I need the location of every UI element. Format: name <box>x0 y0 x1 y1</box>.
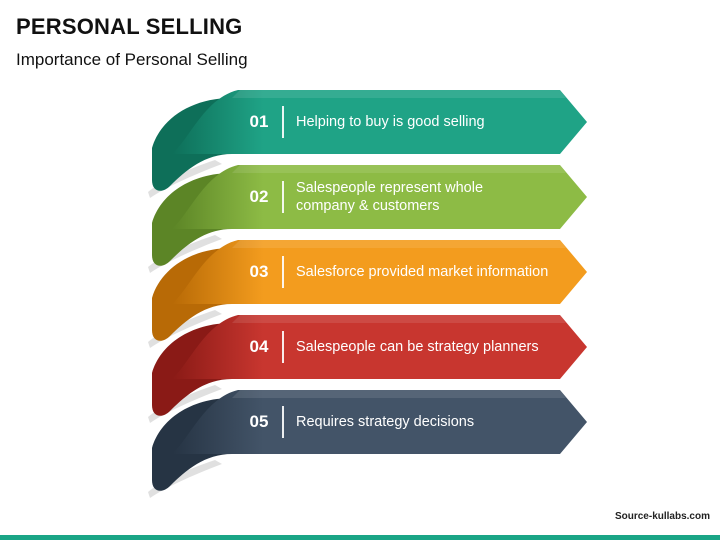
ribbon-shadow <box>148 310 222 348</box>
ribbon-label-line: Salesforce provided market information <box>296 264 549 280</box>
ribbon-number: 05 <box>249 412 269 431</box>
ribbon-highlight <box>232 315 566 323</box>
ribbon-shadow <box>148 385 222 423</box>
ribbon-band-03 <box>172 240 587 304</box>
watermark: Source-kullabs.com <box>614 511 710 522</box>
ribbon-number: 04 <box>249 337 269 356</box>
ribbon-label: Salesforce provided market information <box>296 240 558 304</box>
ribbon-label: Salespeople represent whole company & cus… <box>296 165 558 229</box>
ribbon-label-line: company & customers <box>296 198 440 214</box>
ribbon-label-line: Requires strategy decisions <box>296 414 475 430</box>
ribbon-shadow <box>148 235 222 273</box>
ribbon-label: Helping to buy is good selling <box>296 90 558 154</box>
ribbon-divider <box>282 406 284 438</box>
ribbon-shadow <box>148 160 222 198</box>
ribbon-label-line: Helping to buy is good selling <box>296 114 485 130</box>
ribbon-number: 01 <box>249 112 269 131</box>
ribbon-divider <box>282 256 284 288</box>
bottom-accent-bar <box>0 535 720 540</box>
ribbon-label: Requires strategy decisions <box>296 390 558 454</box>
ribbon-highlight <box>232 240 566 248</box>
ribbon-number: 03 <box>249 262 269 281</box>
ribbon-label-line: Salespeople represent whole <box>296 180 484 196</box>
ribbon-divider <box>282 106 284 138</box>
ribbon-highlight <box>232 165 566 173</box>
ribbon-number: 02 <box>249 187 269 206</box>
ribbon-shadow <box>148 460 222 498</box>
ribbon-divider <box>282 331 284 363</box>
ribbon-band-02 <box>172 165 587 229</box>
ribbon-divider <box>282 181 284 213</box>
slide-title: PERSONAL SELLING <box>16 14 243 39</box>
ribbon-band-05 <box>172 390 587 454</box>
ribbon-highlight <box>232 90 566 98</box>
ribbon-band-01 <box>172 90 587 154</box>
ribbon-label-line: Salespeople can be strategy planners <box>296 339 539 355</box>
slide-subtitle: Importance of Personal Selling <box>16 50 248 69</box>
ribbon-label: Salespeople can be strategy planners <box>296 315 558 379</box>
ribbon-band-04 <box>172 315 587 379</box>
ribbon-highlight <box>232 390 566 398</box>
